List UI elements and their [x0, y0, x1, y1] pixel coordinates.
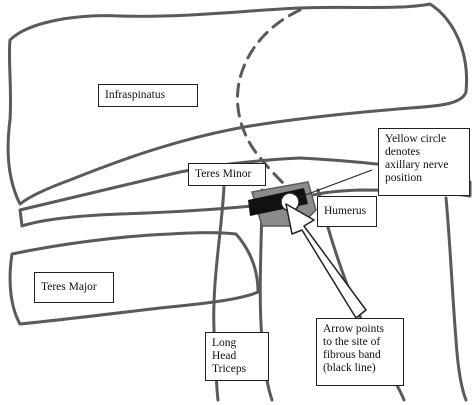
infraspinatus-outline	[6, 2, 469, 206]
label-yellow-circle-note: Yellow circle denotes axillary nerve pos…	[378, 128, 470, 196]
pointer-arrow	[285, 203, 367, 319]
label-humerus: Humerus	[317, 196, 377, 227]
label-long-head-triceps: Long Head Triceps	[205, 332, 269, 381]
label-teres-minor: Teres Minor	[188, 163, 266, 186]
label-arrow-note: Arrow points to the site of fibrous band…	[316, 318, 404, 386]
dashed-nerve-course	[235, 8, 302, 188]
teres-major-outline	[8, 231, 260, 326]
label-teres-major: Teres Major	[34, 272, 114, 303]
nerve-note-leader-line	[299, 169, 373, 198]
label-infraspinatus: Infraspinatus	[98, 84, 198, 107]
